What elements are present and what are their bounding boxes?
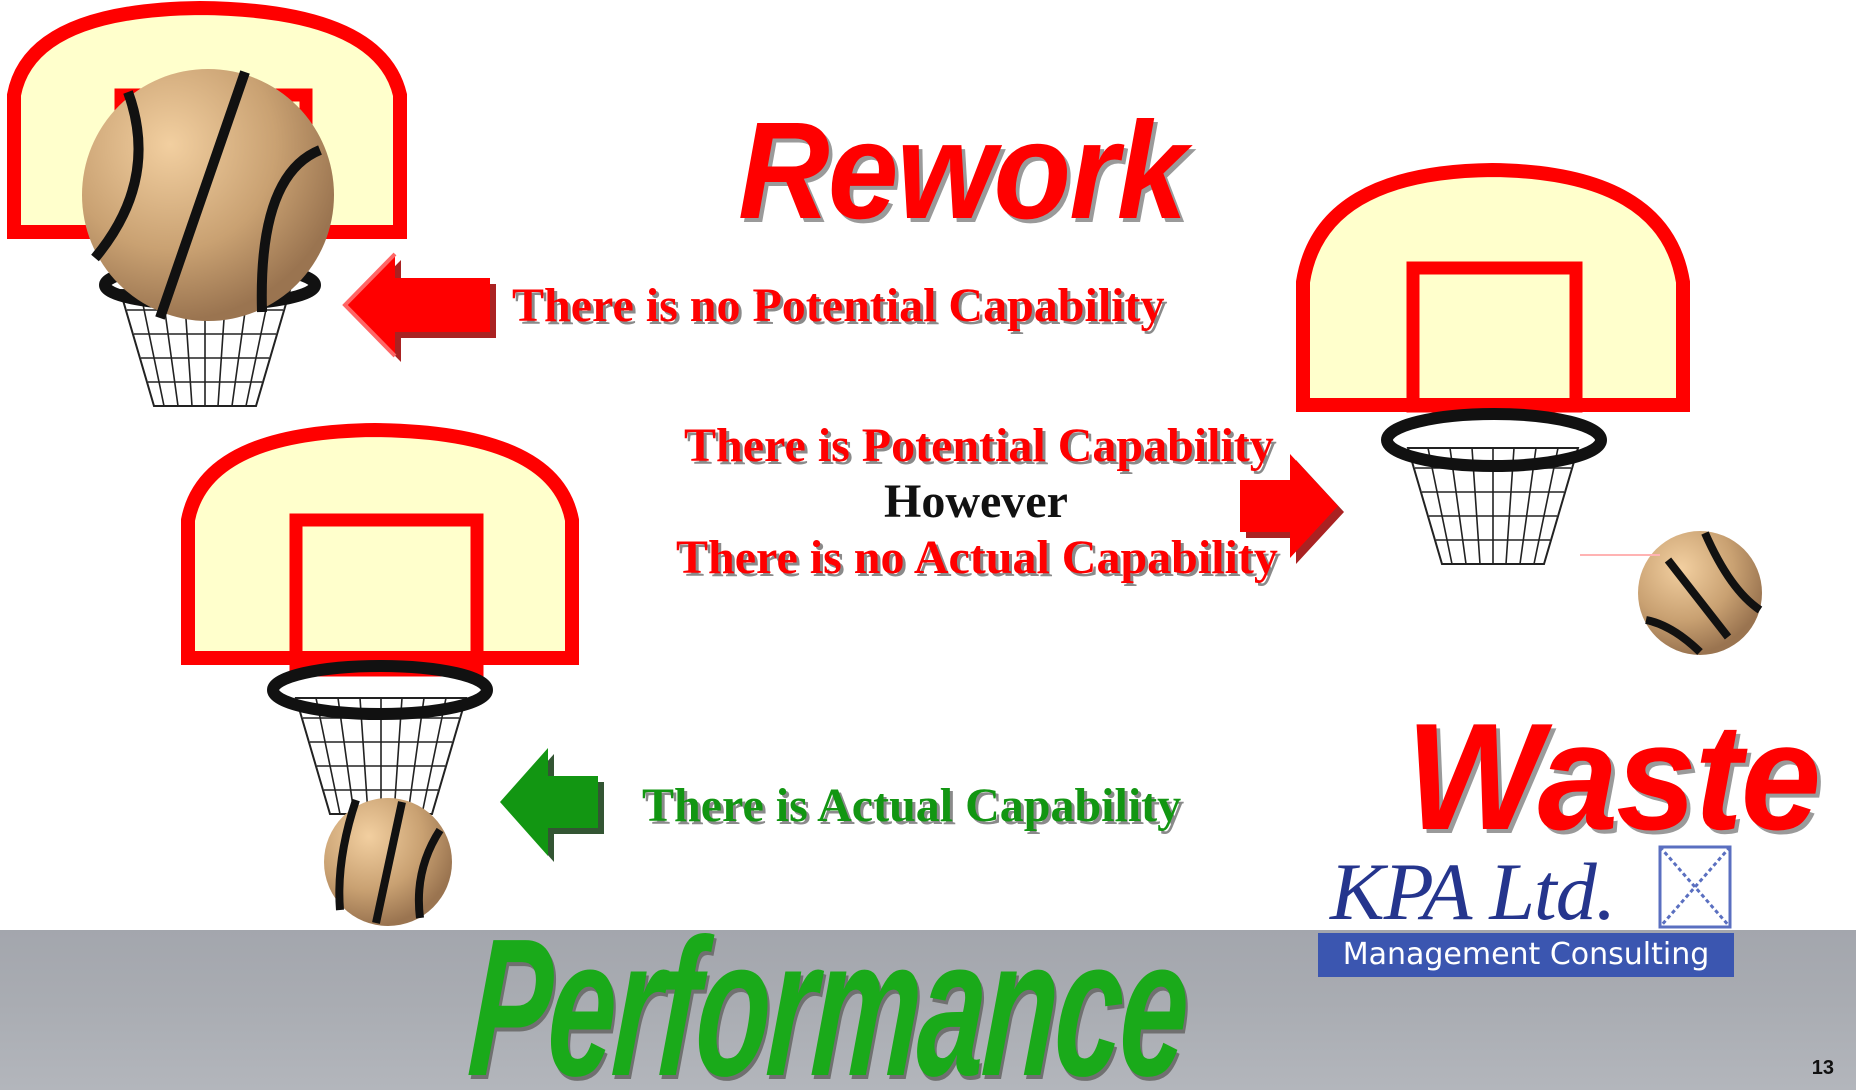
performance-title: Performance [463,898,1194,1090]
basketball-icon [1580,531,1763,655]
caption-no-actual: There is no Actual Capability [676,531,1278,584]
caption-no-potential: There is no Potential Capability [512,279,1165,332]
basketball-icon [82,69,334,321]
kpa-logo: KPA Ltd. Management Consulting [1318,845,1734,981]
caption-actual: There is Actual Capability [642,779,1182,832]
logo-name: KPA Ltd. [1330,846,1616,937]
basketball-hoop-icon [181,422,579,815]
arrow-left-icon [342,252,496,362]
caption-however: However [884,475,1068,528]
basketball-icon [324,798,452,926]
rework-title: Rework [738,94,1187,248]
arrow-left-icon [500,748,604,862]
logo-tagline: Management Consulting [1318,933,1734,977]
basketball-hoop-icon [1296,162,1690,565]
caption-potential: There is Potential Capability [684,419,1274,472]
slide-number: 13 [1811,1057,1834,1079]
waste-title: Waste [1406,692,1821,862]
arrow-right-icon [1240,454,1344,564]
logo-cross-icon [1658,845,1732,929]
